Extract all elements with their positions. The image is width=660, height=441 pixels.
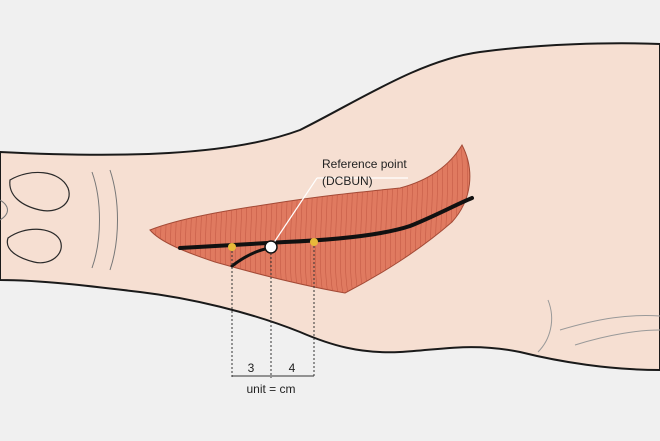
- unit-label: unit = cm: [246, 382, 295, 396]
- point-marker-right: [310, 238, 318, 246]
- reference-label-line1: Reference point: [322, 157, 407, 171]
- segment-label-left: 3: [248, 361, 255, 375]
- reference-point-marker: [265, 241, 277, 253]
- segment-label-right: 4: [289, 361, 296, 375]
- reference-label-line2: (DCBUN): [322, 174, 373, 188]
- point-marker-left: [228, 243, 236, 251]
